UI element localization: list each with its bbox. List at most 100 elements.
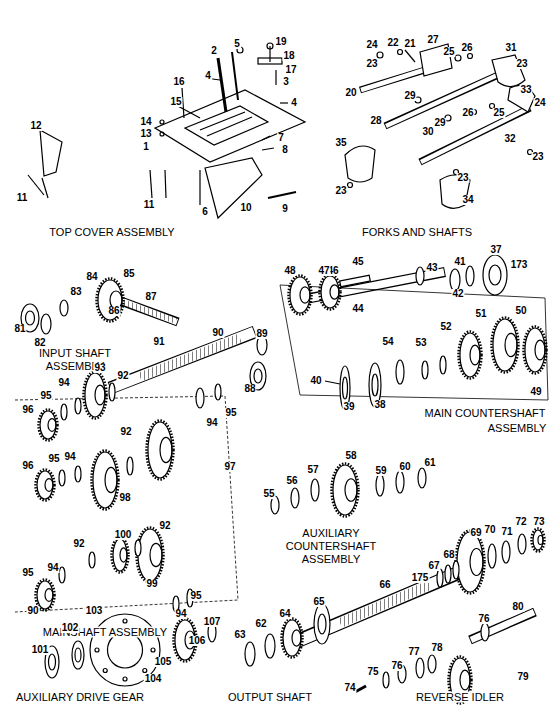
callout-number: 29 [403, 91, 416, 101]
bearing-race [372, 374, 378, 396]
callout-number: 64 [278, 609, 291, 619]
callout-number: 61 [423, 458, 436, 468]
callout-number: 88 [243, 384, 256, 394]
gear-outline [93, 452, 117, 508]
callout-number: 55 [262, 489, 275, 499]
gear-outline [37, 581, 53, 609]
callout-number: 22 [386, 38, 399, 48]
gear-outline [416, 267, 424, 285]
gear-outline [127, 457, 133, 475]
callout-number: 53 [414, 338, 427, 348]
callout-number: 80 [511, 602, 524, 612]
gear-outline [283, 620, 301, 656]
callout-number: 58 [344, 451, 357, 461]
callout-number: 68 [442, 550, 455, 560]
callout-number: 23 [515, 59, 528, 69]
callout-number: 11 [16, 193, 29, 203]
section-title: AUXILIARY [301, 528, 360, 539]
gear-outline [89, 552, 95, 568]
gear-teeth [456, 531, 485, 594]
callout-number: 77 [407, 647, 420, 657]
callout-number: 23 [334, 186, 347, 196]
callout-number: 95 [39, 391, 52, 401]
section-title: ASSEMBLY [487, 423, 548, 434]
section-title: INPUT SHAFT [38, 348, 112, 359]
gear-teeth [92, 451, 119, 510]
bearing-race [318, 614, 326, 634]
callout-number: 45 [351, 257, 364, 267]
bearing-race [254, 369, 262, 383]
callout-number: 63 [233, 630, 246, 640]
callout-number: 26 [460, 43, 473, 53]
bearing-race [343, 377, 348, 399]
callout-number: 102 [61, 623, 80, 633]
callout-number: 105 [154, 657, 173, 667]
main-countershaft [280, 272, 548, 400]
callout-number: 95 [224, 408, 237, 418]
top-cover [28, 43, 305, 218]
gear-outline [60, 300, 68, 316]
callout-number: 107 [203, 617, 222, 627]
gear-outline [37, 471, 53, 499]
gear-outline [416, 658, 424, 678]
callout-number: 96 [21, 461, 34, 471]
callout-number: 101 [31, 645, 50, 655]
callout-number: 95 [21, 568, 34, 578]
callout-number: 57 [306, 465, 319, 475]
gear-hub [120, 548, 127, 562]
callout-number: 20 [344, 88, 357, 98]
callout-number: 32 [503, 134, 516, 144]
callout-number: 95 [47, 454, 60, 464]
callout-number: 19 [274, 37, 287, 47]
gear-outline [428, 655, 436, 673]
callout-number: 93 [93, 363, 106, 373]
bolt-hole [151, 648, 155, 652]
callout-number: 95 [189, 591, 202, 601]
callout-number: 33 [519, 85, 532, 95]
gear-outline [437, 569, 443, 587]
callout-number: 48 [283, 266, 296, 276]
callout-number: 27 [426, 35, 439, 45]
bolt-hole [95, 648, 99, 652]
callout-number: 25 [442, 47, 455, 57]
gear-teeth [492, 318, 519, 373]
callout-number: 65 [312, 597, 325, 607]
section-title: MAIN COUNTERSHAFT [424, 408, 547, 419]
callout-number: 84 [85, 272, 98, 282]
callout-number: 13 [139, 129, 152, 139]
callout-number: 43 [425, 263, 438, 273]
gear-outline [440, 356, 446, 374]
callout-number: 15 [169, 97, 182, 107]
callout-number: 97 [223, 462, 236, 472]
mainshaft [15, 332, 255, 612]
gear-hub [150, 543, 162, 566]
callout-number: 106 [188, 636, 207, 646]
callout-number: 92 [116, 371, 129, 381]
gear-outline [333, 465, 357, 515]
callout-number: 87 [144, 292, 157, 302]
callout-number: 86 [107, 306, 120, 316]
callout-number: 1 [142, 142, 150, 152]
input-shaft [118, 300, 178, 322]
gear-hub [470, 549, 483, 576]
section-title: REVERSE IDLER [415, 692, 505, 703]
bearing-race [75, 648, 81, 662]
callout-number: 23 [456, 173, 469, 183]
callout-number: 54 [381, 337, 394, 347]
callout-number: 35 [334, 138, 347, 148]
callout-number: 83 [69, 287, 82, 297]
callout-number: 49 [529, 387, 542, 397]
gear-outline [59, 470, 65, 486]
gear-outline [75, 466, 81, 482]
bolt-hole [123, 619, 127, 623]
callout-number: 39 [342, 402, 355, 412]
gear-hub [292, 630, 301, 646]
gear-outline [450, 269, 460, 291]
gear-outline [525, 328, 545, 372]
gear-hub [48, 419, 56, 432]
gear-outline [460, 333, 480, 377]
gear-teeth [97, 279, 124, 322]
gear-outline [314, 604, 330, 644]
callout-number: 76 [477, 614, 490, 624]
callout-number: 17 [284, 65, 297, 75]
